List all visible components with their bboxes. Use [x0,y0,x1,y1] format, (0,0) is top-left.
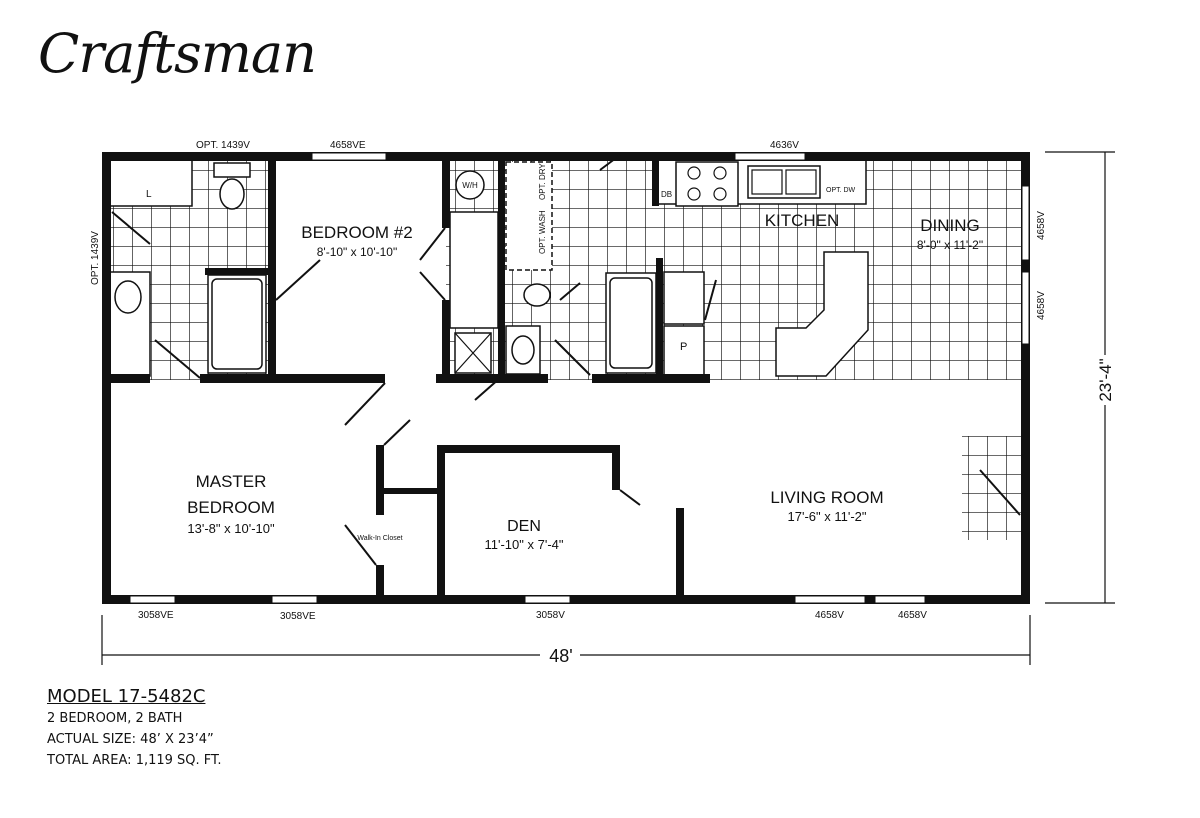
sink-icon [114,280,142,314]
toilet-tank [213,162,251,178]
model-name: MODEL 17-5482C [47,686,206,707]
dimension-depth: 23'-4" [1096,358,1115,401]
brand-logo: Craftsman [38,22,317,85]
laundry-area [505,161,553,271]
sink-double-icon [747,165,821,199]
room-closet: Walk-In Closet [357,535,402,542]
room-master: MASTER [196,472,267,491]
dimension-width: 48' [549,646,572,666]
opt-dry-label: OPT. DRY [538,163,547,200]
pantry [663,325,705,377]
window-bottom-3: 3058V [536,610,565,621]
room-bedroom2: BEDROOM #2 [301,223,412,242]
bedroom2-floor [272,158,444,378]
room-master-size: 13'-8" x 10'-10" [187,521,275,536]
opt-dw-label: OPT. DW [826,187,856,194]
window-bottom-5: 4658V [898,610,927,621]
sink2-icon [511,335,535,365]
fridge-area [663,271,705,325]
room-den-size: 11'-10" x 7'-4" [485,537,564,552]
room-master-line2: BEDROOM [187,498,275,517]
windows [129,152,1030,604]
window-right-1: 4658V [1036,211,1047,240]
opt-wash-label: OPT. WASH [538,210,547,254]
total-area: TOTAL AREA: 1,119 SQ. FT. [47,753,222,768]
window-top-bed2: 4658VE [330,140,366,151]
den-floor [446,452,678,598]
window-top-kitchen: 4636V [770,140,799,151]
toilet2-icon [523,283,551,307]
window-bottom-4: 4658V [815,610,844,621]
window-top-opt: OPT. 1439V [196,140,250,151]
window-right-2: 4658V [1036,291,1047,320]
kitchen-island [775,251,869,377]
toilet-icon [219,178,245,210]
wh-label: W/H [462,181,478,190]
room-kitchen: KITCHEN [765,211,840,230]
room-bedroom2-size: 8'-10" x 10'-10" [317,245,397,259]
water-heater-icon [455,170,485,200]
room-living-size: 17'-6" x 11'-2" [788,509,867,524]
window-bottom-1: 3058VE [138,610,174,621]
window-bottom-2: 3058VE [280,611,316,622]
range-icon [675,161,739,207]
hall-closet [449,211,499,329]
room-living: LIVING ROOM [770,488,883,507]
room-dining: DINING [920,216,980,235]
linen-label: L [146,189,152,200]
db-label: DB [661,190,672,199]
model-info: MODEL 17-5482C 2 BEDROOM, 2 BATH ACTUAL … [47,686,222,774]
beds-baths: 2 BEDROOM, 2 BATH [47,711,183,726]
room-den: DEN [507,518,541,535]
actual-size: ACTUAL SIZE: 48’ X 23’4” [47,732,214,747]
doors [111,154,1021,566]
window-left-opt: OPT. 1439V [90,231,101,285]
room-dining-size: 8'-0" x 11'-2" [917,238,983,252]
pantry-label: P [680,341,687,353]
